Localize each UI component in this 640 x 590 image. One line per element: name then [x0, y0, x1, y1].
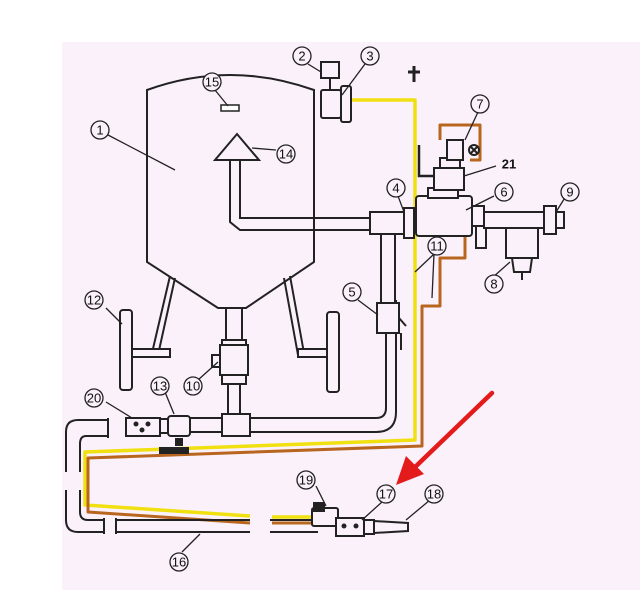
callout-label: 18 — [427, 487, 441, 502]
callout-label: 21 — [502, 157, 516, 172]
callout-label: 5 — [348, 285, 355, 300]
callout-circle — [560, 182, 580, 202]
metering-valve — [219, 344, 249, 376]
callout-label: 4 — [392, 181, 399, 196]
callout-label: 7 — [476, 97, 483, 112]
callout-15: 15 — [202, 72, 222, 92]
callout-8: 8 — [484, 274, 504, 294]
callout-14: 14 — [276, 144, 296, 164]
hose-coupling-13 — [159, 415, 191, 454]
callout-label: 12 — [87, 293, 101, 308]
blast-hose-brown — [86, 123, 482, 525]
callout-label: 20 — [87, 391, 101, 406]
exhaust-valve — [446, 139, 480, 161]
callout-circle — [150, 376, 170, 396]
callout-label: 1 — [96, 123, 103, 138]
deadman-handle-20 — [125, 417, 161, 437]
callout-13: 13 — [150, 376, 170, 396]
callout-circle — [276, 144, 296, 164]
callout-4: 4 — [386, 178, 406, 198]
callout-label: 16 — [172, 555, 186, 570]
leader-lines — [105, 63, 567, 553]
callout-label: 2 — [298, 49, 305, 64]
tank-fill-port — [220, 104, 240, 112]
blast-nozzle-18 — [373, 519, 409, 535]
callout-9: 9 — [560, 182, 580, 202]
callout-label: 6 — [500, 185, 507, 200]
callout-circle — [427, 236, 447, 256]
callout-21: 21 — [502, 157, 516, 172]
callout-circle — [484, 274, 504, 294]
callout-circle — [292, 46, 312, 66]
callout-label: 11 — [430, 239, 444, 254]
callout-circle — [183, 376, 203, 396]
callout-17: 17 — [376, 484, 396, 504]
pressure-regulator — [433, 157, 465, 191]
wheel-left — [119, 309, 171, 391]
callout-label: 10 — [186, 379, 200, 394]
callout-circle — [202, 72, 222, 92]
callout-label: 14 — [279, 147, 293, 162]
callout-12: 12 — [84, 290, 104, 310]
callout-circle — [386, 178, 406, 198]
callout-label: 15 — [205, 75, 219, 90]
callout-circle — [296, 470, 316, 490]
callout-label: 13 — [153, 379, 167, 394]
pop-up-valve — [320, 85, 352, 123]
callout-label: 8 — [490, 277, 497, 292]
air-hose-yellow — [83, 98, 417, 519]
pressure-gauge — [320, 61, 340, 90]
callout-20: 20 — [84, 388, 104, 408]
callout-11: 11 — [427, 236, 447, 256]
callout-1: 1 — [90, 120, 110, 140]
callout-circle — [360, 46, 380, 66]
air-riser-pipe — [376, 229, 407, 350]
callout-circle — [494, 182, 514, 202]
tank-legs — [151, 275, 305, 356]
callout-circle — [424, 484, 444, 504]
callout-10: 10 — [183, 376, 203, 396]
callout-5: 5 — [342, 282, 362, 302]
moisture-separator — [483, 211, 545, 280]
callout-circle — [470, 94, 490, 114]
tee-fitting — [369, 207, 415, 239]
wheel-right — [297, 311, 340, 393]
callout-label: 9 — [566, 185, 573, 200]
callout-16: 16 — [169, 552, 189, 572]
blast-hose-outline — [65, 418, 318, 534]
remote-control-valve — [415, 187, 487, 249]
air-inlet-coupling — [543, 205, 565, 235]
callout-7: 7 — [470, 94, 490, 114]
callout-label: 19 — [299, 473, 313, 488]
callout-label: 17 — [379, 487, 393, 502]
bottom-pipe — [190, 300, 397, 437]
callout-circle — [376, 484, 396, 504]
deadman-valve-17 — [335, 517, 375, 537]
callout-label: 3 — [366, 49, 373, 64]
nozzle-holder-19 — [311, 502, 339, 527]
control-lever — [408, 66, 434, 178]
callout-circle — [84, 388, 104, 408]
callout-18: 18 — [424, 484, 444, 504]
callout-3: 3 — [360, 46, 380, 66]
red-pointer-arrow — [396, 390, 495, 485]
callout-6: 6 — [494, 182, 514, 202]
callout-2: 2 — [292, 46, 312, 66]
callout-circle — [90, 120, 110, 140]
callout-circle — [169, 552, 189, 572]
callout-circle — [84, 290, 104, 310]
callout-19: 19 — [296, 470, 316, 490]
callout-circle — [342, 282, 362, 302]
inlet-cone — [212, 132, 375, 231]
